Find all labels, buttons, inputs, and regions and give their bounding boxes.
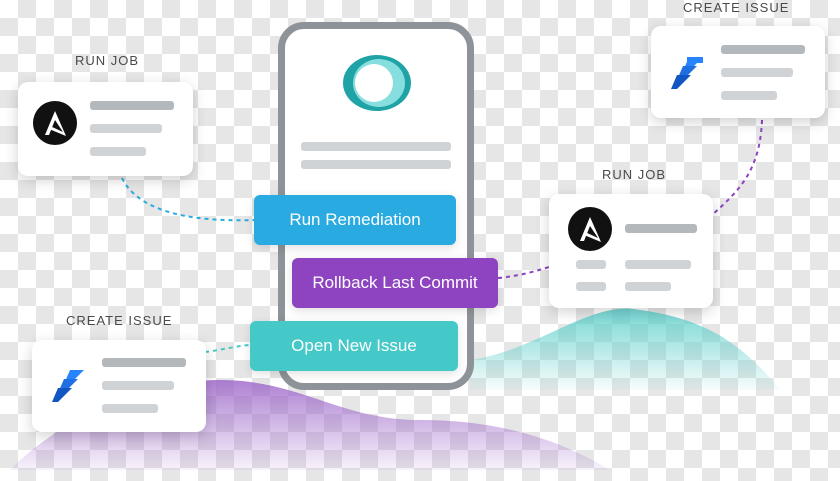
run-job-left-label: RUN JOB <box>75 53 140 68</box>
card-text-line <box>625 282 671 291</box>
connector-create-issue-left <box>204 344 253 353</box>
card-text-line <box>102 381 174 390</box>
create-issue-right-card <box>651 26 825 118</box>
connector-create-issue-right <box>711 119 763 216</box>
jira-icon <box>52 370 84 402</box>
run-remediation-button[interactable]: Run Remediation <box>254 195 456 245</box>
card-text-line <box>576 260 606 269</box>
run-job-right-label: RUN JOB <box>602 167 667 182</box>
card-text-line <box>721 91 777 100</box>
ansible-icon <box>33 101 77 145</box>
card-text-line <box>90 124 162 133</box>
card-text-line <box>102 404 158 413</box>
create-issue-left-label: CREATE ISSUE <box>66 313 173 328</box>
rollback-last-commit-button[interactable]: Rollback Last Commit <box>292 258 498 308</box>
connector-run-job-left <box>121 177 257 222</box>
run-job-right-card <box>549 194 713 308</box>
phone-text-line-2 <box>301 160 451 169</box>
teal-wave <box>470 308 780 390</box>
card-text-line <box>576 282 606 291</box>
rollback-last-commit-label: Rollback Last Commit <box>312 273 478 292</box>
connector-run-job-right <box>497 265 553 279</box>
card-text-line <box>90 147 146 156</box>
phone-text-line-1 <box>301 142 451 151</box>
card-text-line <box>625 224 697 233</box>
ring-logo-icon <box>343 55 411 111</box>
card-text-line <box>625 260 691 269</box>
card-text-line <box>90 101 174 110</box>
open-new-issue-label: Open New Issue <box>291 336 417 355</box>
create-issue-left-card <box>32 340 206 432</box>
jira-icon <box>671 57 703 89</box>
card-text-line <box>721 45 805 54</box>
run-remediation-label: Run Remediation <box>289 210 421 229</box>
ansible-icon <box>568 207 612 251</box>
run-job-left-card <box>18 82 193 176</box>
card-text-line <box>721 68 793 77</box>
card-text-line <box>102 358 186 367</box>
open-new-issue-button[interactable]: Open New Issue <box>250 321 458 371</box>
create-issue-right-label: CREATE ISSUE <box>683 0 790 15</box>
